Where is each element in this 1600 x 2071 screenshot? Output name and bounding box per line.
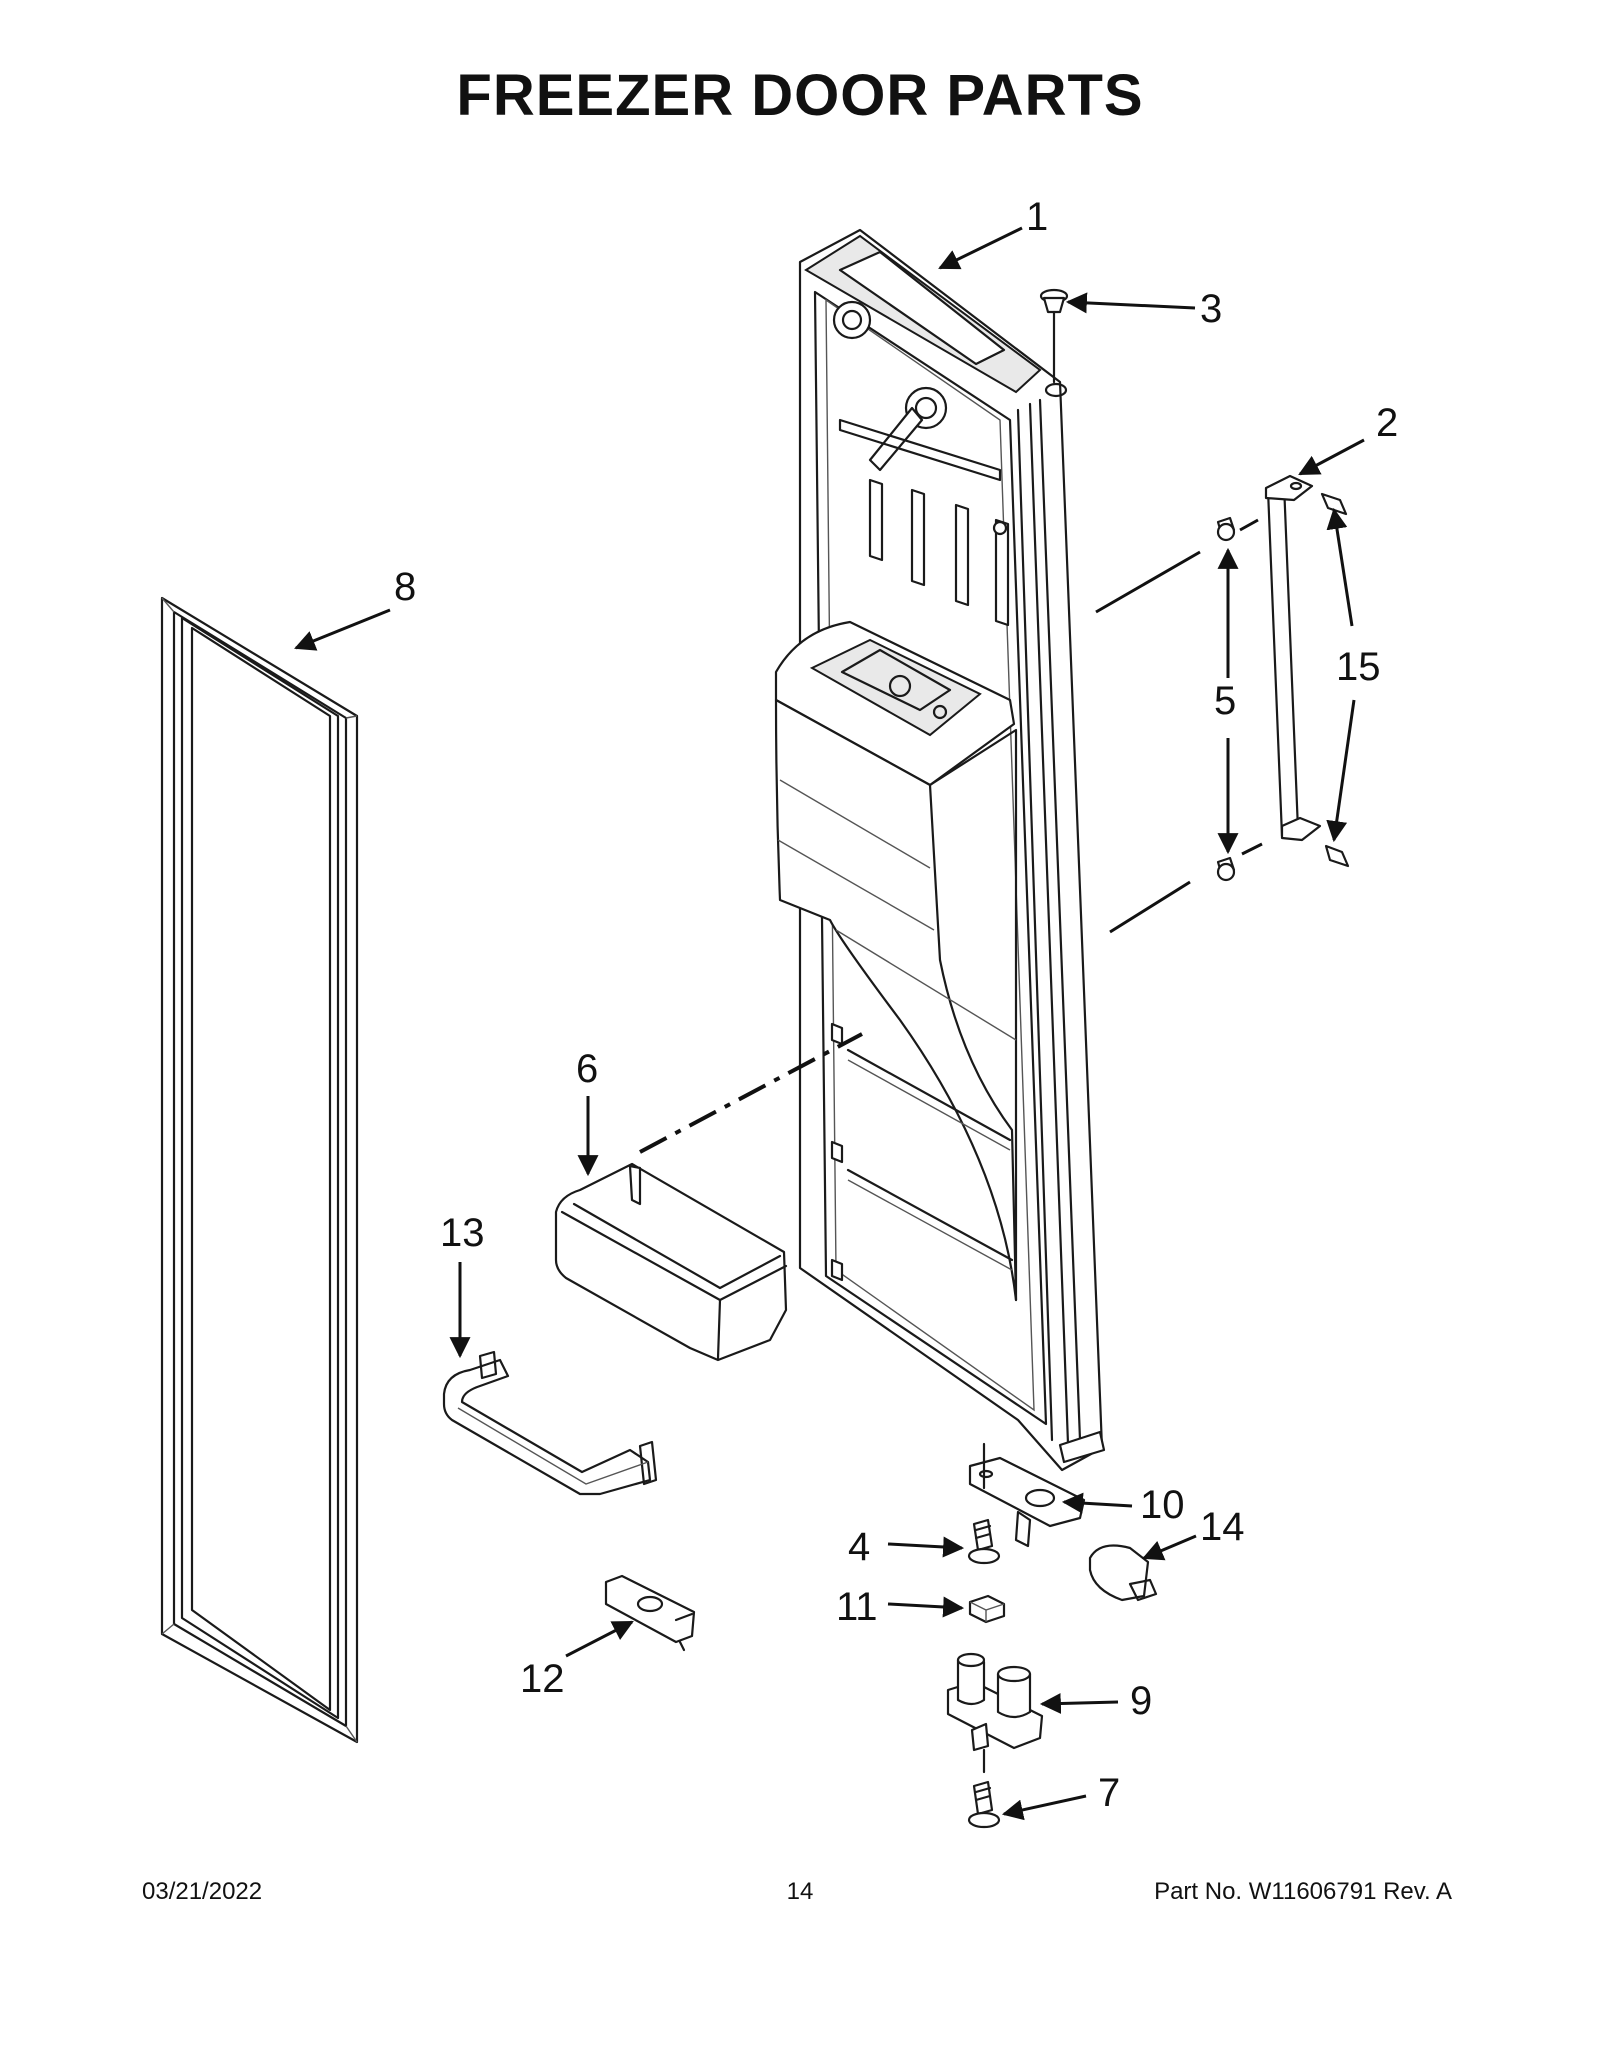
alignment-lines xyxy=(639,518,1263,1154)
callout-10: 10 xyxy=(1140,1483,1185,1527)
screw-part-7 xyxy=(967,1780,1001,1829)
callout-8: 8 xyxy=(394,565,416,609)
door-bin-part-6 xyxy=(554,1162,788,1362)
callout-9: 9 xyxy=(1130,1679,1152,1723)
door-gasket-part-8 xyxy=(160,596,359,1744)
callout-1: 1 xyxy=(1026,195,1048,239)
footer-part-number: Part No. W11606791 Rev. A xyxy=(1154,1878,1452,1905)
door-hinge-part-2 xyxy=(1264,474,1322,842)
hinge-bushing-part-5 xyxy=(1216,516,1236,882)
hinge-bracket-part-10 xyxy=(968,1442,1086,1548)
lower-hinge-part-9 xyxy=(946,1652,1044,1774)
callout-6: 6 xyxy=(576,1047,598,1091)
footer-date: 03/21/2022 xyxy=(142,1878,263,1905)
clip-part-14 xyxy=(1088,1544,1158,1602)
footer-page-number: 14 xyxy=(786,1878,814,1905)
lower-bracket-part-12 xyxy=(604,1574,696,1652)
screw-part-4 xyxy=(967,1518,1001,1565)
callout-13: 13 xyxy=(440,1211,485,1255)
spacer-part-11 xyxy=(968,1594,1006,1624)
callout-12: 12 xyxy=(520,1657,565,1701)
callout-3: 3 xyxy=(1200,287,1222,331)
callout-14: 14 xyxy=(1200,1505,1245,1549)
callout-5: 5 xyxy=(1214,679,1236,723)
shelf-rail-part-13 xyxy=(442,1350,658,1496)
callout-15: 15 xyxy=(1336,645,1381,689)
callout-leaders xyxy=(294,226,1365,1821)
page-title: FREEZER DOOR PARTS xyxy=(456,63,1144,128)
callout-2: 2 xyxy=(1376,401,1398,445)
callout-4: 4 xyxy=(848,1525,870,1569)
callout-7: 7 xyxy=(1098,1771,1120,1815)
callout-11: 11 xyxy=(836,1585,878,1629)
freezer-door-part-1 xyxy=(774,228,1106,1472)
